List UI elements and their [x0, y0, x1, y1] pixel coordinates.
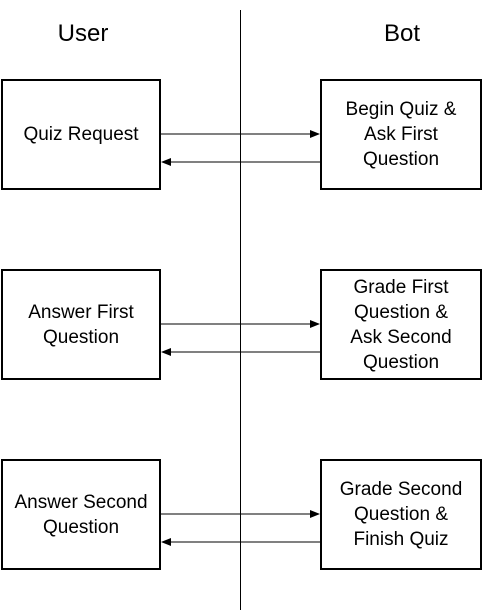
- user-step-quiz-request: Quiz Request: [1, 79, 161, 190]
- bot-step-label: Begin Quiz & Ask First Question: [345, 99, 457, 170]
- user-lane-header: User: [57, 20, 109, 47]
- bot-step-begin-quiz: Begin Quiz & Ask First Question: [320, 79, 482, 190]
- bot-step-label: Grade Second Question & Finish Quiz: [339, 479, 463, 550]
- user-step-label: Answer First Question: [28, 301, 134, 348]
- user-step-answer-first: Answer First Question: [1, 269, 161, 380]
- user-step-label: Quiz Request: [23, 124, 139, 145]
- user-step-label: Answer Second Question: [14, 491, 148, 538]
- bot-step-label: Grade First Question & Ask Second Questi…: [350, 276, 452, 373]
- user-step-answer-second: Answer Second Question: [1, 459, 161, 570]
- bot-step-grade-first: Grade First Question & Ask Second Questi…: [320, 269, 482, 380]
- bot-lane-header: Bot: [383, 20, 421, 47]
- bot-step-grade-second: Grade Second Question & Finish Quiz: [320, 459, 482, 570]
- lane-divider: [240, 10, 241, 610]
